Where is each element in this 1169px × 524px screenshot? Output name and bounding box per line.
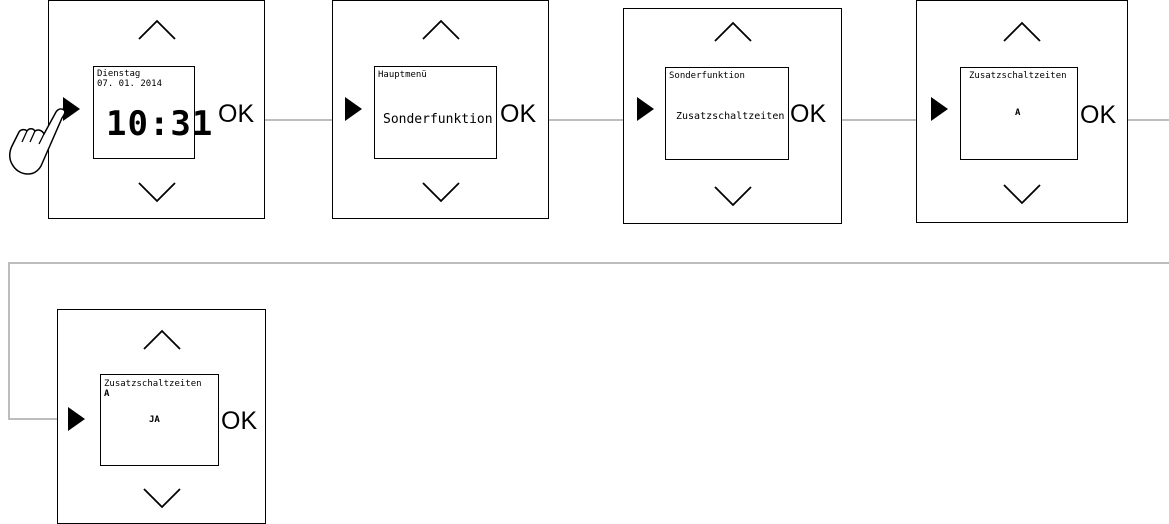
chevron-up-icon [713,21,752,42]
connector-line [8,418,57,420]
chevron-down-icon [137,182,176,203]
up-button[interactable] [137,19,177,41]
device-panel-2: Hauptmenü Sonderfunktion OK [332,0,549,219]
connector-line [265,119,332,121]
lcd-screen: Zusatzschaltzeiten A [960,67,1078,160]
ok-button[interactable]: OK [1080,101,1117,129]
chevron-down-icon [142,488,181,509]
up-button[interactable] [142,329,182,351]
device-panel-4: Zusatzschaltzeiten A OK [916,0,1128,223]
lcd-weekday: Dienstag [97,69,141,79]
connector-line [8,262,10,420]
left-button[interactable] [636,96,656,122]
device-panel-5: Zusatzschaltzeiten A JA OK [57,309,266,524]
triangle-right-icon [637,97,654,121]
lcd-screen: Dienstag 07. 01. 2014 10:31 [93,66,212,159]
left-button[interactable] [344,96,364,122]
lcd-subtitle: A [104,389,110,399]
down-button[interactable] [142,487,182,509]
lcd-value: A [1015,108,1021,118]
triangle-right-icon [345,97,362,121]
down-button[interactable] [713,185,753,207]
chevron-up-icon [142,329,181,350]
triangle-right-icon [68,407,85,431]
down-button[interactable] [137,181,177,203]
hand-pointer-icon [6,104,68,191]
chevron-down-icon [1003,184,1041,205]
lcd-title: Zusatzschaltzeiten [969,71,1067,81]
ok-button[interactable]: OK [221,407,258,435]
triangle-right-icon [63,97,80,121]
down-button[interactable] [1002,183,1042,205]
lcd-time: 10:31 [106,104,214,144]
lcd-value: Sonderfunktion [383,112,493,127]
lcd-value: JA [149,415,160,425]
left-button[interactable] [930,96,950,122]
left-button[interactable] [67,406,87,432]
lcd-date: 07. 01. 2014 [97,79,163,89]
up-button[interactable] [421,19,461,41]
ok-button[interactable]: OK [218,100,255,128]
up-button[interactable] [1002,21,1042,43]
connector-line [842,119,916,121]
lcd-value: Zusatzschaltzeiten [676,111,785,122]
connector-line [1128,119,1169,121]
lcd-screen: Zusatzschaltzeiten A JA [100,374,219,466]
lcd-title: Hauptmenü [378,70,427,80]
up-button[interactable] [713,21,753,43]
triangle-right-icon [931,97,948,121]
chevron-down-icon [421,182,460,203]
chevron-up-icon [137,19,176,40]
ok-button[interactable]: OK [790,100,827,128]
chevron-up-icon [421,19,460,40]
connector-line [8,262,1169,264]
chevron-down-icon [713,186,752,207]
left-button[interactable] [62,96,82,122]
connector-line [549,119,623,121]
chevron-up-icon [1003,21,1041,42]
lcd-title: Sonderfunktion [669,71,745,81]
lcd-title: Zusatzschaltzeiten [104,379,202,389]
lcd-screen: Hauptmenü Sonderfunktion [374,66,497,159]
device-panel-3: Sonderfunktion Zusatzschaltzeiten OK [623,8,842,224]
down-button[interactable] [421,181,461,203]
device-panel-1: Dienstag 07. 01. 2014 10:31 OK [48,0,265,219]
lcd-screen: Sonderfunktion Zusatzschaltzeiten [665,67,789,160]
ok-button[interactable]: OK [500,100,537,128]
